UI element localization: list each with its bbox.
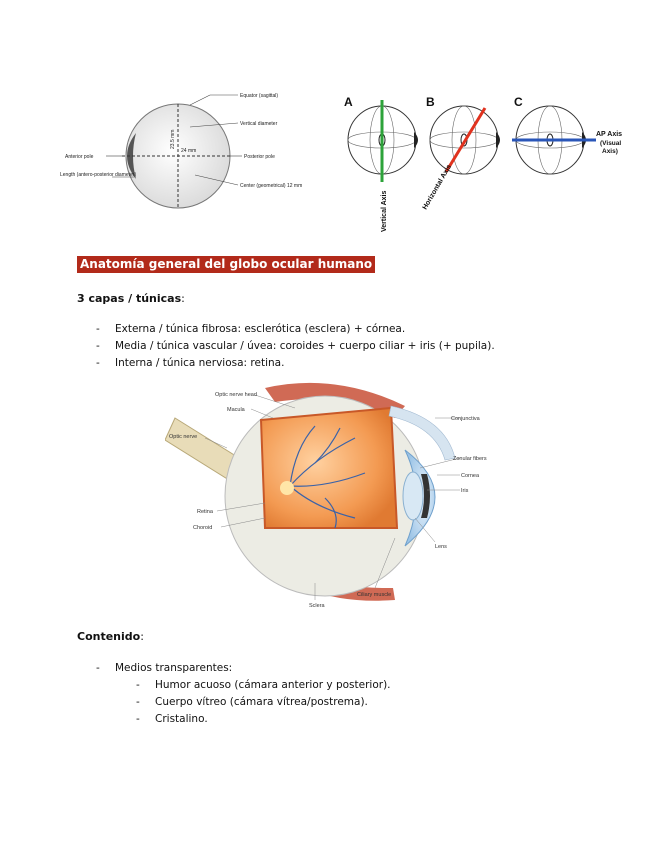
label-conjunctiva: Conjunctiva	[451, 416, 481, 422]
label-ciliary-muscle: Ciliary muscle	[357, 592, 391, 598]
label-optic-nerve-head: Optic nerve head	[215, 392, 257, 398]
label-choroid: Choroid	[193, 525, 212, 531]
list-item: Externa / túnica fibrosa: esclerótica (e…	[96, 321, 495, 338]
conjunctiva-shape	[388, 405, 456, 461]
ap-axis-sublabel-1: (Visual	[600, 140, 621, 147]
cornea-shape	[127, 133, 136, 179]
horizontal-axis-label: Horizontal Axis	[422, 164, 453, 211]
label-center: Center (geometrical) 12 mm	[240, 183, 302, 189]
eye-axes-figure: A Vertical Axis B Horizontal Axis C AP A…	[344, 95, 622, 232]
label-lens: Lens	[435, 544, 447, 550]
label-sclera: Sclera	[309, 603, 326, 609]
content-sublist: Humor acuoso (cámara anterior y posterio…	[136, 677, 391, 728]
label-equator: Equator (sagittal)	[240, 93, 278, 99]
layers-label: 3 capas / túnicas:	[77, 292, 185, 305]
dim-vertical-label: 23.5 mm	[170, 130, 176, 149]
list-item: Cuerpo vítreo (cámara vítrea/postrema).	[136, 694, 391, 711]
list-item: Media / túnica vascular / úvea: coroides…	[96, 338, 495, 355]
retinal-vessels	[289, 425, 366, 529]
label-cornea: Cornea	[461, 473, 480, 479]
ap-axis-label: AP Axis	[596, 131, 622, 138]
label-posterior-pole: Posterior pole	[244, 154, 275, 160]
vitreous-chamber-shape	[259, 406, 399, 529]
content-label: Contenido:	[77, 630, 144, 643]
iris-shape	[421, 474, 430, 518]
layers-list: Externa / túnica fibrosa: esclerótica (e…	[96, 321, 495, 372]
eyeball-dimensions-figure: 23.5 mm 24 mm Equator (sagittal) Vertica…	[60, 93, 302, 209]
label-vertical-diameter: Vertical diameter	[240, 121, 278, 127]
panel-c-label: C	[514, 95, 523, 109]
horizontal-axis-line	[444, 107, 487, 173]
section-title: Anatomía general del globo ocular humano	[77, 256, 376, 273]
label-macula: Macula	[227, 407, 246, 413]
label-anterior-pole: Anterior pole	[65, 154, 94, 160]
label-iris: Iris	[461, 488, 469, 494]
content-list: Medios transparentes:	[96, 660, 232, 677]
optic-disc-shape	[280, 481, 294, 495]
ap-axis-sublabel-2: Axis)	[602, 148, 618, 155]
label-retina: Retina	[197, 509, 214, 515]
list-item: Humor acuoso (cámara anterior y posterio…	[136, 677, 390, 694]
eye-anatomy-figure: Optic nerve head Macula Optic nerve Reti…	[165, 382, 487, 609]
list-item: Medios transparentes:	[96, 660, 232, 677]
label-optic-nerve: Optic nerve	[169, 434, 197, 440]
panel-b-label: B	[426, 95, 435, 109]
label-length: Length (antero-posterior diameter)	[60, 172, 136, 178]
dim-horizontal-label: 24 mm	[181, 148, 196, 154]
panel-a-label: A	[344, 95, 353, 109]
list-item: Interna / túnica nerviosa: retina.	[96, 355, 495, 372]
list-item: Cristalino.	[136, 711, 391, 728]
lens-shape	[402, 471, 424, 521]
label-zonular-fibers: Zonular fibers	[453, 456, 487, 462]
vertical-axis-label: Vertical Axis	[381, 191, 388, 232]
